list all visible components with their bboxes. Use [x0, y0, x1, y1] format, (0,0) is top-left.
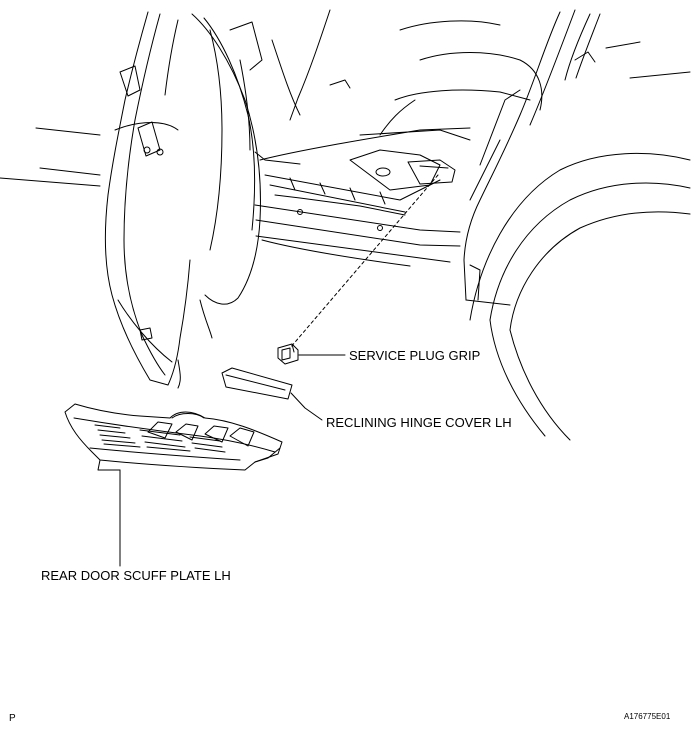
rear-door-scuff-plate-label: REAR DOOR SCUFF PLATE LH: [41, 568, 231, 583]
figure-code: A176775E01: [624, 712, 671, 721]
reclining-hinge-cover-label: RECLINING HINGE COVER LH: [326, 415, 512, 430]
service-plug-grip-part: [278, 344, 298, 364]
car-frame: [0, 10, 460, 266]
rear-floor: [260, 21, 542, 231]
service-plug-guide-line: [290, 175, 438, 348]
service-plug-grip-label: SERVICE PLUG GRIP: [349, 348, 481, 363]
reclining-hinge-cover-part: [222, 368, 292, 399]
rear-body: [464, 10, 690, 440]
open-rear-door: [105, 12, 262, 388]
rear-door-scuff-plate-part: [65, 404, 282, 470]
corner-mark: P: [9, 713, 16, 724]
reclining-hinge-leader: [291, 393, 322, 420]
